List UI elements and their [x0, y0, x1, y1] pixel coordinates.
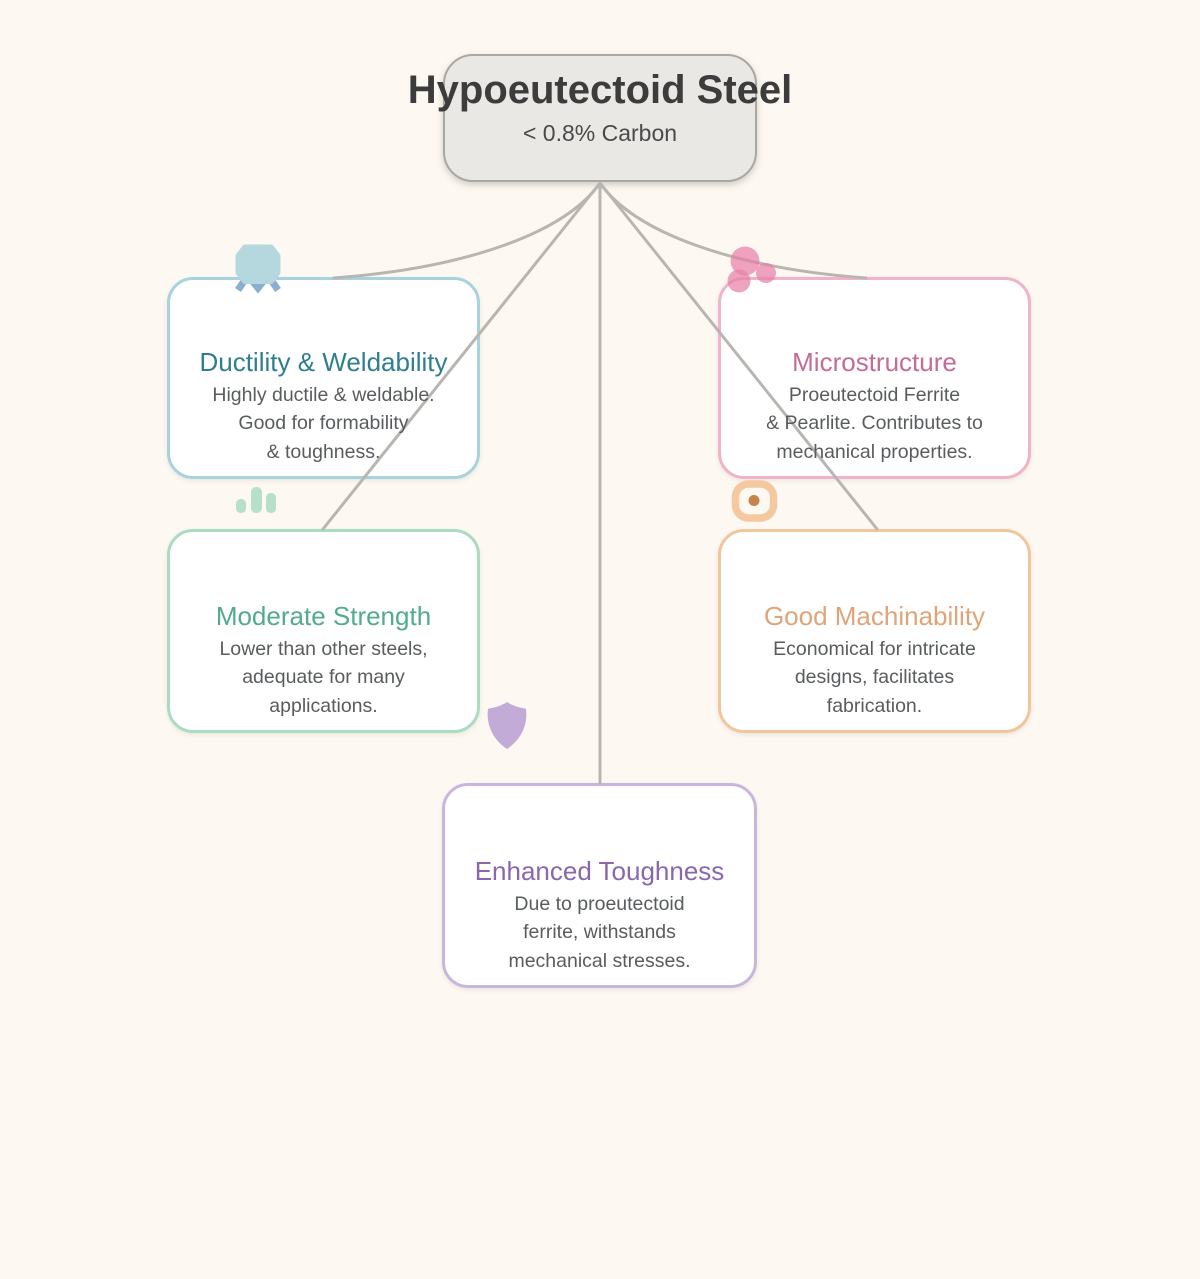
node-card-moderate-strength[interactable]: Moderate Strength Lower than other steel… — [167, 529, 480, 733]
node-body: Economical for intricate designs, facili… — [773, 637, 976, 717]
node-card-microstructure[interactable]: Microstructure Proeutectoid Ferrite & Pe… — [718, 277, 1031, 479]
node-content: Moderate Strength Lower than other steel… — [170, 532, 477, 730]
node-content: Enhanced Toughness Due to proeutectoid f… — [445, 786, 754, 985]
connector-root-to-ductility — [332, 181, 602, 280]
node-title: Ductility & Weldability — [199, 346, 448, 377]
node-title: Moderate Strength — [215, 600, 432, 631]
node-body: Lower than other steels, adequate for ma… — [219, 637, 428, 717]
shield-icon — [487, 702, 527, 749]
bar-chart-icon — [236, 487, 276, 513]
node-body: Due to proeutectoid ferrite, withstands … — [508, 892, 691, 972]
node-body: Highly ductile & weldable. Good for form… — [212, 383, 435, 463]
node-card-good-machinability[interactable]: Good Machinability Economical for intric… — [718, 529, 1031, 733]
root-subtitle: < 0.8% Carbon — [522, 120, 678, 146]
connector-root-to-microstructure — [598, 181, 868, 280]
bar-short — [236, 499, 246, 513]
ring-dot-icon — [731, 480, 778, 522]
node-title: Enhanced Toughness — [474, 855, 725, 886]
node-card-enhanced-toughness[interactable]: Enhanced Toughness Due to proeutectoid f… — [442, 783, 757, 988]
node-content: Microstructure Proeutectoid Ferrite & Pe… — [721, 280, 1028, 476]
ring-outline — [731, 480, 778, 522]
bar-tall — [251, 487, 262, 513]
node-content: Ductility & Weldability Highly ductile &… — [170, 280, 477, 476]
node-card-ductility-weldability[interactable]: Ductility & Weldability Highly ductile &… — [167, 277, 480, 479]
node-title: Good Machinability — [763, 600, 986, 631]
node-body: Proeutectoid Ferrite & Pearlite. Contrib… — [766, 383, 983, 463]
node-title: Microstructure — [792, 346, 957, 377]
root-title: Hypoeutectoid Steel — [407, 68, 793, 112]
ring-center-dot — [748, 495, 760, 506]
award-badge — [235, 244, 281, 284]
bar-medium — [266, 493, 276, 513]
root-node[interactable]: Hypoeutectoid Steel < 0.8% Carbon — [408, 54, 792, 182]
node-content: Good Machinability Economical for intric… — [721, 532, 1028, 730]
grain-circle-large — [730, 246, 760, 276]
